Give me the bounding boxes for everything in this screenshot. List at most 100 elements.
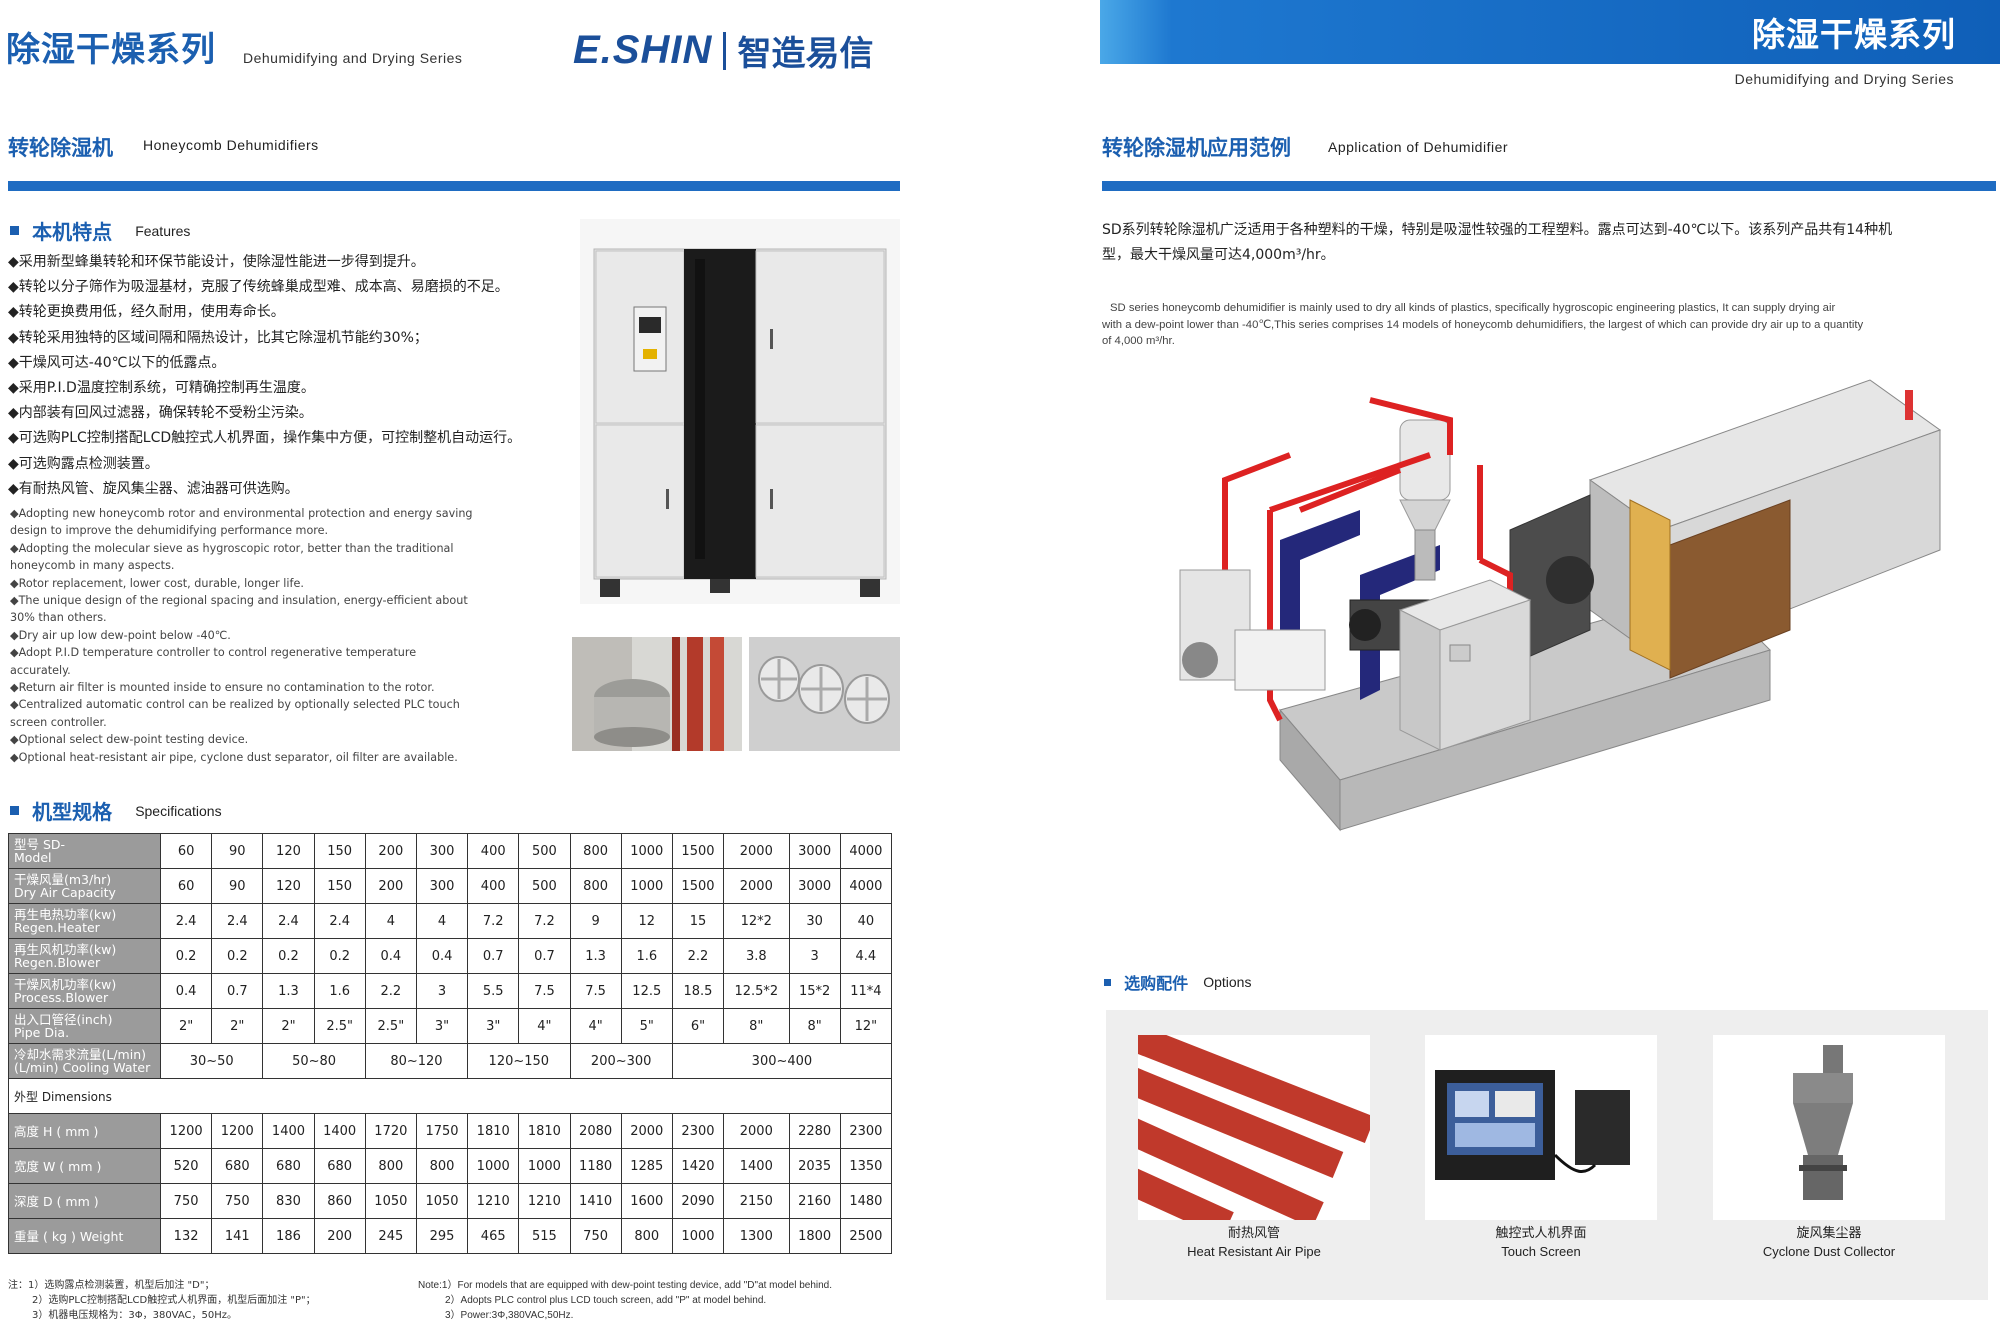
feature-item-en: ◆Adopt P.I.D temperature controller to c… — [10, 646, 417, 677]
paragraph-line: of 4,000 m³/hr. — [1102, 335, 1175, 347]
spec-cell: 4000 — [839, 868, 893, 904]
spec-cell: 2300 — [839, 1113, 893, 1149]
spec-cell: 2035 — [788, 1148, 841, 1184]
spec-cell: 1.6 — [313, 973, 366, 1009]
spec-cell: 12*2 — [723, 903, 790, 939]
series-title-en: Dehumidifying and Drying Series — [243, 50, 463, 66]
label-zh: 干燥风机功率(kw) — [14, 977, 117, 992]
options-heading: 选购配件 Options — [1104, 970, 1251, 994]
spec-cell: 3" — [415, 1008, 469, 1044]
spec-cell: 12 — [620, 903, 673, 939]
injection-molding-system-image — [1179, 379, 1942, 832]
spec-cell: 11*4 — [839, 973, 893, 1009]
spec-cell: 1200 — [211, 1113, 264, 1149]
label-zh: 再生风机功率(kw) — [14, 942, 117, 957]
spec-cell: 60 — [159, 868, 213, 904]
spec-cell: 400 — [467, 868, 520, 904]
label-en: Regen.Heater — [14, 920, 100, 935]
spec-cell: 1810 — [467, 1113, 520, 1149]
spec-cell: 2000 — [620, 1113, 673, 1149]
option-name-zh: 旋风集尘器 — [1796, 1226, 1862, 1241]
spec-cell: 7.2 — [467, 903, 520, 939]
spec-cell: 1400 — [313, 1113, 366, 1149]
spec-cell: 0.2 — [262, 938, 315, 974]
spec-cell: 295 — [415, 1218, 469, 1254]
spec-cell: 2.4 — [262, 903, 315, 939]
feature-item-en: 30% than others. — [10, 611, 107, 625]
spec-row-label: 冷却水需求流量(L/min)(L/min) Cooling Water — [8, 1043, 161, 1079]
option-touch-screen-image — [1425, 1035, 1657, 1220]
spec-cell: 18.5 — [671, 973, 725, 1009]
spec-cell: 1500 — [671, 833, 725, 869]
spec-row-label: 干燥风机功率(kw)Process.Blower — [8, 973, 161, 1009]
spec-cell: 1500 — [671, 868, 725, 904]
spec-cell: 2280 — [788, 1113, 841, 1149]
spec-cell: 15 — [671, 903, 725, 939]
spec-cell: 1.3 — [262, 973, 315, 1009]
label-en: Regen.Blower — [14, 955, 101, 970]
option-caption: 旋风集尘器 Cyclone Dust Collector — [1713, 1225, 1945, 1261]
spec-cell: 4 — [364, 903, 417, 939]
spec-cell: 9 — [569, 903, 622, 939]
spec-row-label: 出入口管径(inch)Pipe Dia. — [8, 1008, 161, 1044]
spec-cell: 90 — [211, 868, 264, 904]
spec-cell: 120 — [262, 868, 315, 904]
spec-cell: 0.4 — [415, 938, 469, 974]
notes-en: Note:1）For models that are equipped with… — [418, 1278, 918, 1323]
section-title-zh: 转轮除湿机 — [8, 136, 113, 160]
spec-cell: 0.2 — [211, 938, 264, 974]
spec-cell: 1285 — [620, 1148, 673, 1184]
spec-cell: 1210 — [518, 1183, 571, 1219]
label-en: Pipe Dia. — [14, 1025, 70, 1040]
series-title-en: Dehumidifying and Drying Series — [1734, 71, 1954, 87]
spec-cell: 1400 — [262, 1113, 315, 1149]
spec-cell: 300~400 — [671, 1043, 893, 1079]
spec-cell: 132 — [159, 1218, 213, 1254]
label-zh: 干燥风量(m3/hr) — [14, 872, 112, 887]
label-zh: 出入口管径(inch) — [14, 1012, 113, 1027]
spec-row-label: 再生风机功率(kw)Regen.Blower — [8, 938, 161, 974]
paragraph-line: SD系列转轮除湿机广泛适用于各种塑料的干燥，特别是吸湿性较强的工程塑料。露点可达… — [1102, 222, 1893, 238]
table-row: 出入口管径(inch)Pipe Dia.2"2"2"2.5"2.5"3"3"4"… — [8, 1008, 893, 1044]
spec-cell: 2150 — [723, 1183, 790, 1219]
dehumidifier-photo — [580, 219, 900, 604]
label-zh: 高度 H ( mm ) — [14, 1123, 99, 1139]
spec-cell: 750 — [211, 1183, 264, 1219]
spec-cell: 5" — [620, 1008, 673, 1044]
features-heading: 本机特点 Features — [10, 216, 190, 245]
label-zh: 深度 D ( mm ) — [14, 1193, 99, 1209]
spec-cell: 1480 — [839, 1183, 893, 1219]
spec-cell: 2.4 — [313, 903, 366, 939]
feature-item: ◆采用新型蜂巢转轮和环保节能设计，使除湿性能进一步得到提升。 — [8, 254, 425, 270]
feature-item-en: ◆Adopting new honeycomb rotor and enviro… — [10, 507, 473, 520]
spec-cell: 2" — [262, 1008, 315, 1044]
spec-cell: 2000 — [723, 1113, 790, 1149]
spec-cell: 830 — [262, 1183, 315, 1219]
spec-cell: 5.5 — [467, 973, 520, 1009]
spec-cell: 1.3 — [569, 938, 622, 974]
spec-cell: 200~300 — [569, 1043, 673, 1079]
spec-cell: 1810 — [518, 1113, 571, 1149]
table-row: 外型 Dimensions — [8, 1078, 892, 1114]
feature-item: ◆可选购露点检测装置。 — [8, 455, 159, 472]
label-zh: 型号 SD- — [14, 837, 66, 852]
feature-item: ◆可选购PLC控制搭配LCD触控式人机界面，操作集中方便，可控制整机自动运行。 — [8, 430, 522, 447]
spec-cell: 1300 — [723, 1218, 790, 1254]
touch-screen-image — [1435, 1070, 1630, 1180]
section-title-en: Honeycomb Dehumidifiers — [143, 137, 319, 153]
note-line: Note:1）For models that are equipped with… — [418, 1280, 833, 1291]
label-zh: 再生电热功率(kw) — [14, 907, 117, 922]
label-zh: 重量 ( kg ) Weight — [14, 1228, 124, 1244]
dimensions-header: 外型 Dimensions — [8, 1078, 892, 1114]
option-air-pipe-image — [1112, 1021, 1376, 1238]
spec-cell: 30~50 — [159, 1043, 264, 1079]
features-list-zh: ◆采用新型蜂巢转轮和环保节能设计，使除湿性能进一步得到提升。 ◆转轮以分子筛作为… — [8, 250, 578, 502]
option-name-en: Cyclone Dust Collector — [1762, 1244, 1896, 1259]
spec-cell: 186 — [262, 1218, 315, 1254]
right-page: 除湿干燥系列 Dehumidifying and Drying Series 转… — [1000, 0, 2000, 1336]
spec-cell: 120 — [262, 833, 315, 869]
